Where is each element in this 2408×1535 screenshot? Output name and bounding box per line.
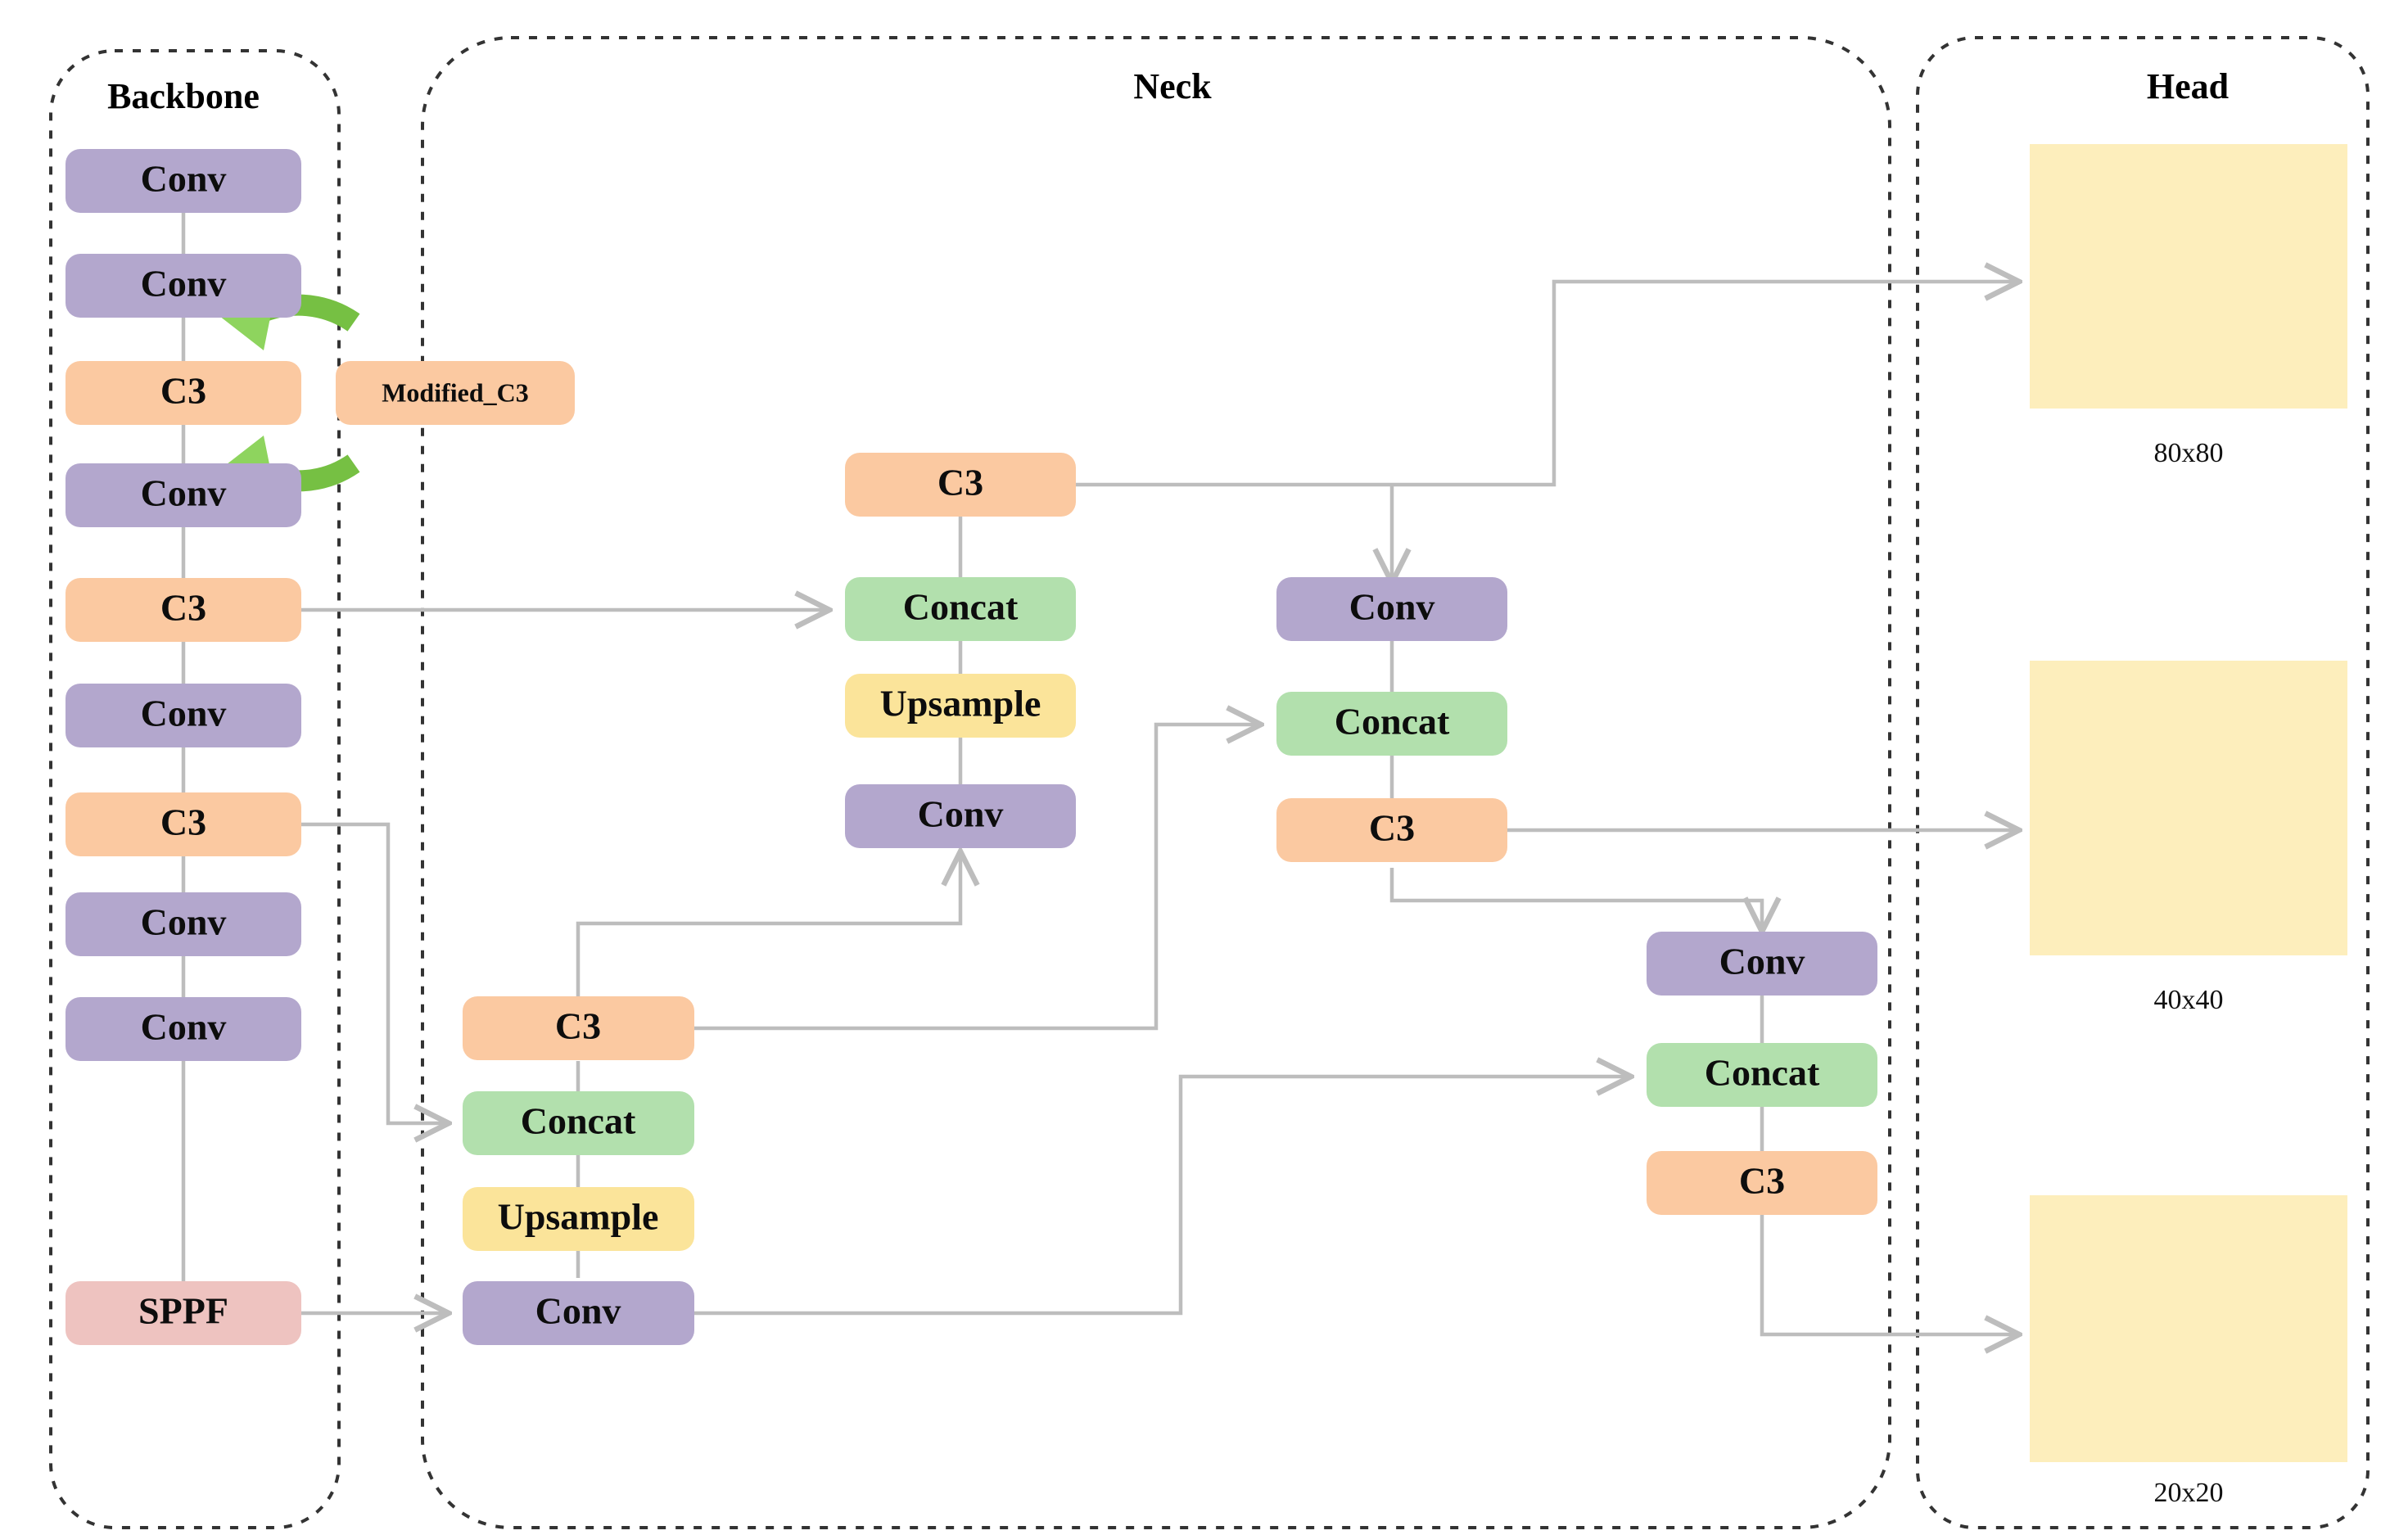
- block-label: Concat: [903, 586, 1019, 628]
- block-nk-upsample-top[interactable]: Upsample: [845, 674, 1076, 738]
- head-output-caption: 40x40: [2154, 985, 2224, 1015]
- block-nk-conv-top[interactable]: Conv: [845, 784, 1076, 848]
- neck-title: Neck: [1133, 66, 1212, 106]
- block-label: Conv: [141, 158, 227, 200]
- block-label: Conv: [141, 472, 227, 514]
- block-label: Concat: [1705, 1052, 1820, 1094]
- block-label: Conv: [918, 793, 1004, 835]
- head-title: Head: [2147, 66, 2229, 106]
- block-nk-concat-r1[interactable]: Concat: [1276, 692, 1507, 756]
- block-nk-conv-r2[interactable]: Conv: [1647, 932, 1877, 995]
- block-nk-concat-r2[interactable]: Concat: [1647, 1043, 1877, 1107]
- block-label: Conv: [141, 693, 227, 734]
- edge-c3mid-up-to-convtop: [576, 851, 960, 1026]
- head-group-border: [1916, 36, 2370, 1529]
- edge-layer: [181, 213, 2019, 1334]
- block-label: C3: [555, 1005, 601, 1047]
- block-label: Conv: [1719, 941, 1805, 982]
- block-bb-c3-2[interactable]: C3: [66, 578, 301, 642]
- block-label: C3: [160, 587, 206, 629]
- block-label: SPPF: [138, 1290, 228, 1332]
- block-nk-c3-r2[interactable]: C3: [1647, 1151, 1877, 1215]
- head-output-80[interactable]: 80x80: [2030, 144, 2347, 468]
- block-bb-c3-3[interactable]: C3: [66, 792, 301, 856]
- block-nk-concat-top[interactable]: Concat: [845, 577, 1076, 641]
- block-label: Conv: [1349, 586, 1435, 628]
- head-column: 80x80 40x40 20x20: [2030, 144, 2347, 1508]
- block-bb-conv-6[interactable]: Conv: [66, 997, 301, 1061]
- edge-c3r1-to-convr2: [1389, 868, 1762, 932]
- neck-columns: C3 Concat Upsample Conv C3 Concat Upsamp…: [463, 453, 1877, 1345]
- block-label: Modified_C3: [382, 377, 529, 407]
- block-nk-concat-mid[interactable]: Concat: [463, 1091, 694, 1155]
- block-label: C3: [1369, 807, 1415, 849]
- block-bb-c3-1[interactable]: C3: [66, 361, 301, 425]
- edge-bbc3-3-to-concat-mid: [301, 822, 449, 1123]
- block-nk-upsample-mid[interactable]: Upsample: [463, 1187, 694, 1251]
- block-label: C3: [160, 370, 206, 412]
- head-output-20[interactable]: 20x20: [2030, 1195, 2347, 1508]
- block-label: Concat: [1335, 701, 1450, 743]
- edge-c3top-to-head80: [1076, 282, 2019, 487]
- block-bb-conv-4[interactable]: Conv: [66, 684, 301, 747]
- block-bb-sppf[interactable]: SPPF: [66, 1281, 301, 1345]
- block-bb-conv-3[interactable]: Conv: [66, 463, 301, 527]
- edge-convmid-to-concatr2: [694, 1077, 1631, 1316]
- backbone-column: Conv Conv C3 Conv C3 Conv C3 Conv: [66, 149, 301, 1345]
- block-label: C3: [1739, 1160, 1785, 1202]
- block-label: C3: [160, 801, 206, 843]
- block-label: Conv: [141, 901, 227, 943]
- block-modified-c3[interactable]: Modified_C3: [336, 361, 575, 425]
- block-label: Conv: [141, 263, 227, 305]
- edge-c3mid-to-concatr1: [694, 725, 1261, 1031]
- block-bb-conv-2[interactable]: Conv: [66, 254, 301, 318]
- block-label: Conv: [141, 1006, 227, 1048]
- block-nk-c3-top[interactable]: C3: [845, 453, 1076, 517]
- backbone-title: Backbone: [107, 76, 260, 116]
- block-nk-c3-r1[interactable]: C3: [1276, 798, 1507, 862]
- block-label: Concat: [521, 1100, 636, 1142]
- block-bb-conv-5[interactable]: Conv: [66, 892, 301, 956]
- head-output-caption: 80x80: [2154, 438, 2224, 468]
- block-label: Upsample: [498, 1196, 659, 1238]
- block-label: Upsample: [880, 683, 1041, 725]
- block-label: C3: [937, 462, 983, 503]
- block-label: Conv: [535, 1290, 621, 1332]
- block-nk-conv-mid[interactable]: Conv: [463, 1281, 694, 1345]
- block-nk-conv-r1[interactable]: Conv: [1276, 577, 1507, 641]
- head-output-caption: 20x20: [2154, 1478, 2224, 1508]
- edge-c3r2-to-head20: [1760, 1215, 2019, 1334]
- backbone-group-border: [49, 49, 341, 1529]
- block-bb-conv-1[interactable]: Conv: [66, 149, 301, 213]
- head-output-40[interactable]: 40x40: [2030, 661, 2347, 1015]
- block-nk-c3-mid[interactable]: C3: [463, 996, 694, 1060]
